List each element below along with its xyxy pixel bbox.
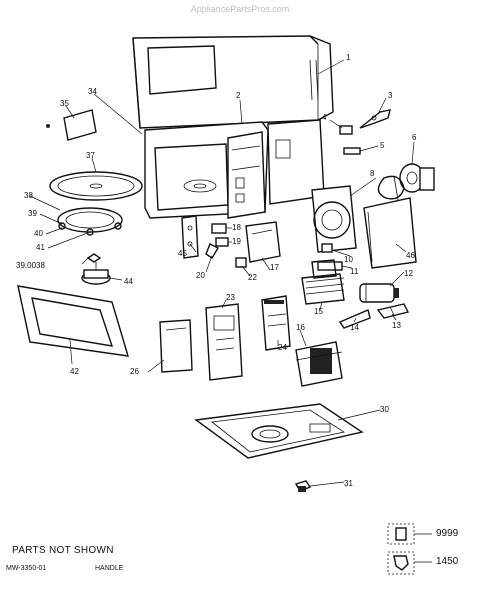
door-choke [159,319,193,373]
callout-c12: 12 [404,269,413,278]
air-guide [363,197,417,269]
callout-c16: 16 [296,323,305,332]
callout-c38: 38 [24,191,33,200]
turntable-coupler [86,253,102,263]
waveguide-cover [46,109,97,141]
glass-turntable [49,171,143,201]
wire-clip [338,309,371,329]
fan-motor [399,163,435,193]
callout-c23: 23 [226,293,235,302]
callout-c8: 8 [370,169,375,178]
outer-cabinet [132,35,334,129]
callout-c10: 10 [344,255,353,264]
fuse-holder [343,147,361,155]
magnetron [301,259,345,305]
callout-c37: 37 [86,151,95,160]
callout-c22: 22 [248,273,257,282]
interlock-switches [211,223,229,247]
hv-capacitor [359,283,399,303]
parts-not-shown-part-number: MW-3350-01 [6,565,47,572]
door-switch-lever [359,109,391,129]
hv-diode [376,303,410,319]
control-bracket [245,221,281,263]
thermal-cutout [339,125,353,135]
hv-transformer [295,341,343,387]
callout-c24: 24 [278,343,287,352]
turntable-motor [81,262,111,285]
latch-hook [205,243,219,259]
callout-c19: 19 [232,237,241,246]
watermark: AppliancePartsPros.com [190,4,290,14]
legend-icons [387,523,432,575]
callout-c34: 34 [88,87,97,96]
callout-c4: 4 [322,113,327,122]
callout-c3: 3 [388,91,393,100]
callout-c35: 35 [60,99,69,108]
control-panel-frame [205,303,243,381]
callout-c17: 17 [270,263,279,272]
callout-c1: 1 [346,53,351,62]
callout-c31: 31 [344,479,353,488]
callout-c39: 39 [28,209,37,218]
thermistor [321,243,333,253]
leader-lines [29,59,415,487]
callout-c390038: 39.0038 [16,261,45,270]
callout-labels: 1 2 3 4 5 6 8 10 11 12 13 14 15 16 17 18… [16,53,417,488]
callout-c46: 46 [406,251,415,260]
callout-c15: 15 [314,307,323,316]
callout-c11: 11 [350,267,359,276]
callout-c41: 41 [36,243,45,252]
callout-c13: 13 [392,321,401,330]
callout-c26: 26 [130,367,139,376]
callout-c20: 20 [196,271,205,280]
callout-c6: 6 [412,133,417,142]
legend-label-9999: 9999 [436,528,459,539]
parts-not-shown-title: PARTS NOT SHOWN [12,545,114,556]
callout-c2: 2 [236,91,241,100]
base-plate [194,403,364,459]
fan-duct [311,175,405,253]
legend-label-1450: 1450 [436,556,459,567]
callout-c18: 18 [232,223,241,232]
capacitor-bracket [317,261,343,271]
callout-c45: 45 [178,249,187,258]
callout-c40: 40 [34,229,43,238]
door-assembly [17,285,129,357]
latch-board [181,215,199,259]
oven-cavity [144,121,269,219]
parts-not-shown-description: HANDLE [95,565,124,572]
callout-c14: 14 [350,323,359,332]
callout-c44: 44 [124,277,133,286]
foot [294,480,312,492]
callout-c42: 42 [70,367,79,376]
callout-c5: 5 [380,141,385,150]
callout-c30: 30 [380,405,389,414]
control-board [261,295,291,351]
relay [235,257,247,268]
roller-ring [57,207,123,236]
